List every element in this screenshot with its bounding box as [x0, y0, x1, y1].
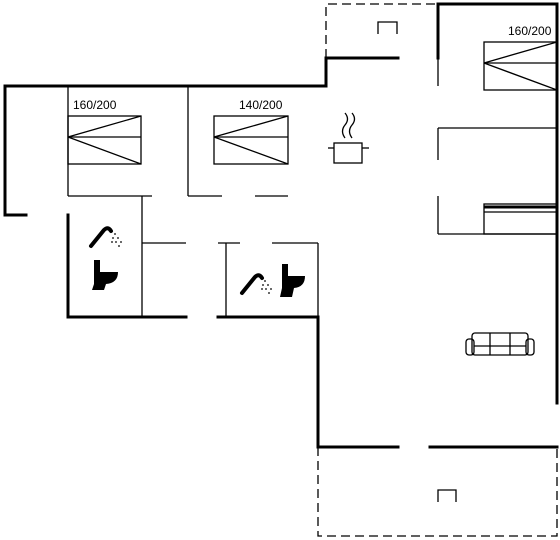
- terrace-bottom: [317, 447, 558, 537]
- shower-icon: [240, 273, 272, 295]
- exterior-walls: [3, 2, 559, 449]
- sofa-icon: [465, 332, 535, 356]
- bed-size-label: 140/200: [239, 98, 283, 112]
- bed-icon: [213, 115, 289, 165]
- stove-pot-icon: [328, 112, 369, 164]
- kitchen-counter: [483, 203, 558, 235]
- outdoor-chair-icon: [437, 489, 457, 502]
- bed-icon: [483, 41, 558, 91]
- bed-icon: [67, 115, 142, 165]
- shower-icon: [89, 226, 122, 248]
- bed-size-label: 160/200: [73, 98, 117, 112]
- toilet-icon: [92, 260, 118, 290]
- toilet-icon: [280, 264, 305, 297]
- bed-size-label: 160/200: [508, 24, 552, 38]
- outdoor-chair-icon: [377, 21, 398, 34]
- terrace-top: [325, 3, 438, 58]
